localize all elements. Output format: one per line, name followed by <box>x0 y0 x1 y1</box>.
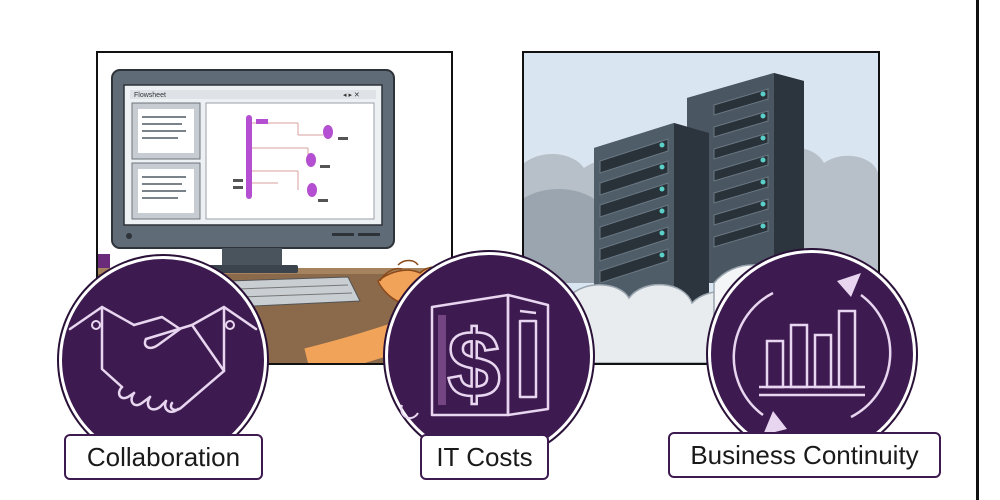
it-costs-badge: $ <box>385 252 593 460</box>
it-costs-label: IT Costs <box>420 434 549 480</box>
business-continuity-badge <box>708 250 916 458</box>
window-title: Flowsheet <box>134 92 166 99</box>
window-controls: ◂ ▸ ✕ <box>343 92 360 99</box>
collaboration-badge <box>59 256 267 464</box>
handshake-icon <box>68 305 258 413</box>
dollar-server-icon: $ <box>400 293 550 419</box>
refresh-bar-chart-icon <box>732 273 892 435</box>
svg-text:$: $ <box>447 311 500 418</box>
collaboration-label: Collaboration <box>64 434 263 480</box>
right-border-line <box>976 0 979 500</box>
business-continuity-label: Business Continuity <box>668 432 941 478</box>
